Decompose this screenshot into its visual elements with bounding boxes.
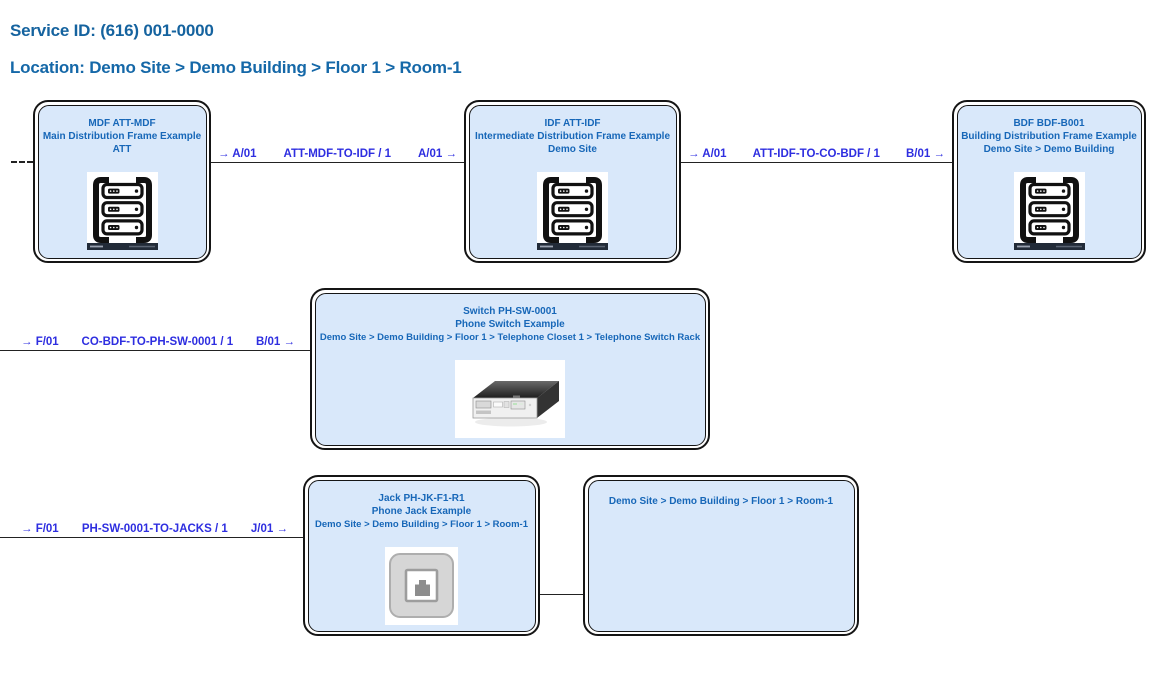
- node-mdf[interactable]: MDF ATT-MDF Main Distribution Frame Exam…: [33, 100, 211, 263]
- node-name: Demo Site > Demo Building > Floor 1 > Ro…: [608, 495, 834, 507]
- node-location: Demo Site > Demo Building > Floor 1 > Te…: [319, 331, 701, 343]
- node-location: Demo Site > Demo Building > Floor 1 > Ro…: [315, 518, 528, 530]
- node-switch[interactable]: Switch PH-SW-0001 Phone Switch Example D…: [310, 288, 710, 450]
- link-from-port: → F/01: [21, 523, 59, 535]
- node-location: Demo Site > Demo Building: [983, 143, 1115, 155]
- location-breadcrumb: Location: Demo Site > Demo Building > Fl…: [10, 58, 462, 77]
- link-to-port: B/01 →: [255, 336, 295, 348]
- node-bdf[interactable]: BDF BDF-B001 Building Distribution Frame…: [952, 100, 1146, 263]
- node-room-body: Demo Site > Demo Building > Floor 1 > Ro…: [587, 479, 855, 632]
- link-co-bdf-to-ph-sw-0001: → F/01 CO-BDF-TO-PH-SW-0001 / 1 B/01 →: [0, 333, 310, 351]
- node-location: ATT: [112, 143, 132, 155]
- rack-icon: [87, 172, 158, 250]
- jack-icon: [385, 547, 458, 625]
- continuation-stub: [11, 161, 33, 163]
- link-from-port: → A/01: [218, 148, 257, 160]
- node-name: MDF ATT-MDF: [88, 117, 156, 129]
- node-description: Intermediate Distribution Frame Example: [474, 130, 671, 142]
- service-id-label: Service ID: (616) 001-0000: [10, 21, 214, 40]
- link-to-port: J/01 →: [250, 523, 288, 535]
- node-description: Building Distribution Frame Example: [961, 130, 1137, 142]
- switch-icon: [455, 360, 565, 438]
- link-from-port: → F/01: [21, 336, 59, 348]
- rack-icon: [1014, 172, 1085, 250]
- rack-icon: [537, 172, 608, 250]
- node-mdf-body: MDF ATT-MDF Main Distribution Frame Exam…: [37, 104, 207, 259]
- node-name: Jack PH-JK-F1-R1: [378, 492, 465, 504]
- link-ph-sw-0001-to-jacks: → F/01 PH-SW-0001-TO-JACKS / 1 J/01 →: [0, 520, 303, 538]
- node-name: Switch PH-SW-0001: [463, 305, 557, 317]
- node-room[interactable]: Demo Site > Demo Building > Floor 1 > Ro…: [583, 475, 859, 636]
- link-name[interactable]: PH-SW-0001-TO-JACKS / 1: [81, 523, 228, 535]
- node-bdf-body: BDF BDF-B001 Building Distribution Frame…: [956, 104, 1142, 259]
- link-att-mdf-to-idf: → A/01 ATT-MDF-TO-IDF / 1 A/01 →: [211, 145, 464, 163]
- node-jack[interactable]: Jack PH-JK-F1-R1 Phone Jack Example Demo…: [303, 475, 540, 636]
- jack-room-connector: [540, 594, 583, 595]
- link-name[interactable]: ATT-IDF-TO-CO-BDF / 1: [752, 148, 880, 160]
- node-idf[interactable]: IDF ATT-IDF Intermediate Distribution Fr…: [464, 100, 681, 263]
- link-name[interactable]: ATT-MDF-TO-IDF / 1: [283, 148, 392, 160]
- link-to-port: B/01 →: [906, 148, 945, 160]
- link-name[interactable]: CO-BDF-TO-PH-SW-0001 / 1: [81, 336, 234, 348]
- link-from-port: → A/01: [688, 148, 727, 160]
- link-to-port: A/01 →: [417, 148, 457, 160]
- node-name: BDF BDF-B001: [1013, 117, 1085, 129]
- node-jack-body: Jack PH-JK-F1-R1 Phone Jack Example Demo…: [307, 479, 536, 632]
- node-name: IDF ATT-IDF: [544, 117, 601, 129]
- node-description: Phone Jack Example: [371, 505, 472, 517]
- node-description: Phone Switch Example: [455, 318, 565, 330]
- node-idf-body: IDF ATT-IDF Intermediate Distribution Fr…: [468, 104, 677, 259]
- link-att-idf-to-co-bdf: → A/01 ATT-IDF-TO-CO-BDF / 1 B/01 →: [681, 145, 952, 163]
- node-description: Main Distribution Frame Example: [42, 130, 202, 142]
- node-switch-body: Switch PH-SW-0001 Phone Switch Example D…: [314, 292, 706, 446]
- node-location: Demo Site: [548, 143, 597, 155]
